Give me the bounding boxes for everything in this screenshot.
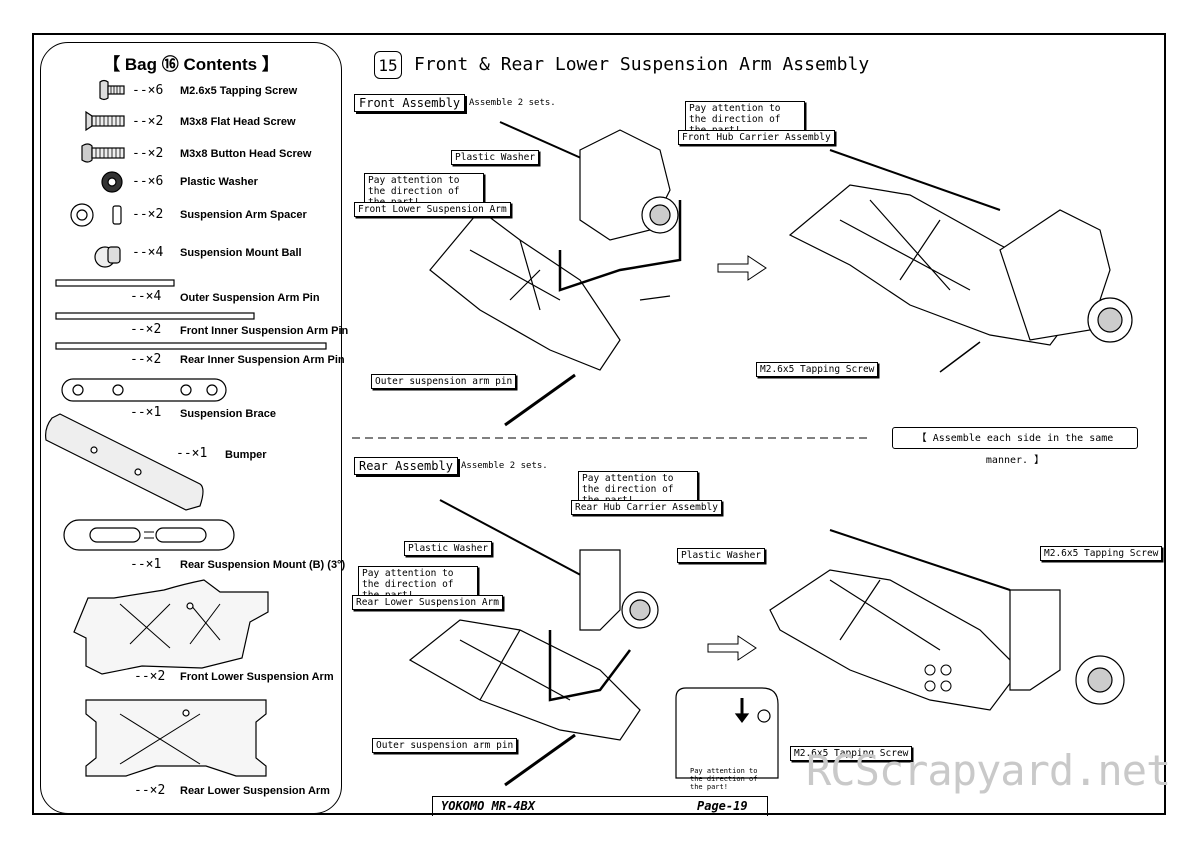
part-name: Rear Inner Suspension Arm Pin [180, 354, 345, 366]
part-qty: --×1 [130, 405, 162, 420]
part-qty: --×6 [132, 83, 164, 98]
rear-screw-callout-2: M2.6x5 Tapping Screw [790, 746, 913, 761]
part-name: Suspension Mount Ball [180, 247, 302, 259]
flat-head-screw-icon [85, 110, 125, 132]
part-qty: --×2 [130, 322, 162, 337]
part-name: Outer Suspension Arm Pin [180, 292, 320, 304]
rear-mount-icon [63, 519, 235, 551]
rear-pin-callout: Outer suspension arm pin [372, 738, 518, 753]
part-qty: --×4 [130, 289, 162, 304]
step-number: 15 [374, 51, 402, 79]
page-number: Page-19 [697, 799, 748, 813]
bumper-icon [45, 413, 204, 511]
rear-hub-callout: Rear Hub Carrier Assembly [571, 500, 722, 515]
front-hub-callout: Front Hub Carrier Assembly [678, 130, 835, 145]
part-qty: --×2 [134, 783, 166, 798]
part-qty: --×2 [132, 146, 164, 161]
part-name: Rear Suspension Mount (B) (3°) [180, 559, 346, 571]
assembly-arrows [707, 255, 767, 661]
front-exploded-diagram [429, 121, 682, 427]
bag-contents-panel [40, 42, 342, 814]
rear-arm-icon [85, 699, 267, 777]
part-qty: --×1 [130, 557, 162, 572]
rear-assembled-diagram [769, 529, 1125, 711]
rear-inner-pin-icon [55, 342, 327, 350]
part-name: M2.6x5 Tapping Screw [180, 85, 298, 97]
part-qty: --×2 [132, 207, 164, 222]
detail-attention-note: Pay attention to the direction of the pa… [690, 767, 758, 791]
rear-arm-callout: Rear Lower Suspension Arm [352, 595, 503, 610]
part-name: Front Inner Suspension Arm Pin [180, 325, 349, 337]
part-name: Suspension Arm Spacer [180, 209, 307, 221]
suspension-brace-icon [61, 378, 227, 402]
part-qty: --×4 [132, 245, 164, 260]
rear-assembly-label: Rear Assembly [354, 457, 458, 475]
model-name: YOKOMO MR-4BX [441, 799, 535, 813]
rear-screw-callout: M2.6x5 Tapping Screw [1040, 546, 1163, 561]
front-assembly-label: Front Assembly [354, 94, 466, 112]
front-arm-icon [73, 579, 269, 675]
detail-inset [675, 687, 779, 779]
part-qty: --×2 [134, 669, 166, 684]
front-washer-callout: Plastic Washer [451, 150, 540, 165]
part-name: M3x8 Button Head Screw [180, 148, 312, 160]
rear-washer-callout: Plastic Washer [404, 541, 493, 556]
watermark: RCScrapyard.net [806, 746, 1171, 795]
button-head-screw-icon [81, 143, 125, 163]
arm-spacer-icon [70, 203, 122, 227]
step-title: Front & Rear Lower Suspension Arm Assemb… [414, 54, 870, 75]
part-qty: --×6 [132, 174, 164, 189]
part-name: Plastic Washer [180, 176, 258, 188]
part-name: M3x8 Flat Head Screw [180, 116, 296, 128]
part-qty: --×2 [132, 114, 164, 129]
part-qty: --×2 [130, 352, 162, 367]
part-name: Rear Lower Suspension Arm [180, 785, 330, 797]
front-inner-pin-icon [55, 312, 255, 320]
page-frame [32, 33, 1166, 815]
front-screw-callout: M2.6x5 Tapping Screw [756, 362, 879, 377]
part-name: Suspension Brace [180, 408, 276, 420]
bag-title: 【 Bag ⑯ Contents 】 [103, 55, 279, 74]
page-footer: YOKOMO MR-4BX Page-19 [432, 796, 768, 816]
mount-ball-icon [94, 246, 121, 268]
plastic-washer-icon [101, 171, 123, 193]
front-arm-callout: Front Lower Suspension Arm [354, 202, 511, 217]
rear-sets-note: Assemble 2 sets. [461, 461, 548, 471]
outer-pin-icon [55, 279, 175, 287]
part-name: Bumper [225, 449, 267, 461]
front-sets-note: Assemble 2 sets. [469, 98, 556, 108]
rear-washer-callout-2: Plastic Washer [677, 548, 766, 563]
front-pin-callout: Outer suspension arm pin [371, 374, 517, 389]
part-name: Front Lower Suspension Arm [180, 671, 334, 683]
part-qty: --×1 [176, 446, 208, 461]
front-assembled-diagram [788, 149, 1133, 373]
same-manner-note: 【 Assemble each side in the same manner.… [892, 427, 1138, 466]
rear-exploded-diagram [408, 499, 659, 787]
tapping-screw-icon [99, 79, 125, 101]
